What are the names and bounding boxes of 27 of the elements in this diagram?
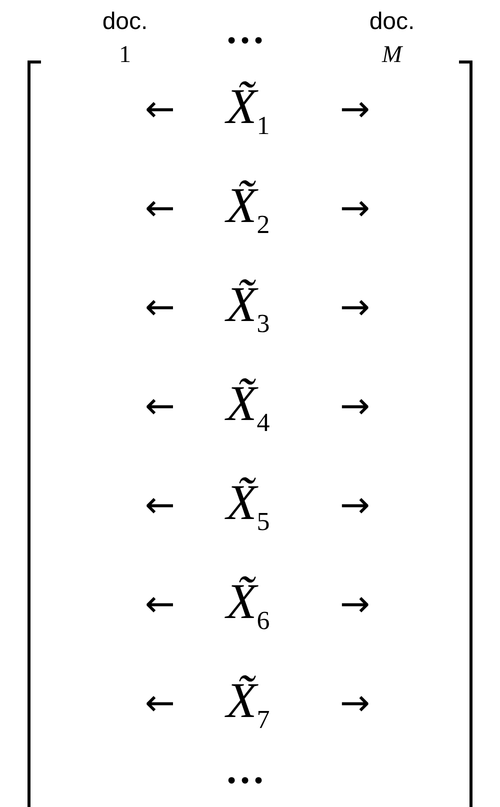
arrow-symbol: →	[340, 191, 370, 227]
row-vector: X̃$_{1}$	[226, 81, 270, 139]
arrow-symbol: ←	[144, 191, 176, 227]
arrow-symbol: ←	[144, 488, 176, 524]
row-vector: X̃$_{3}$	[226, 279, 270, 337]
arrow-symbol: →	[340, 686, 370, 722]
ellipsis: …	[225, 750, 265, 790]
row-vector: X̃$_{2}$	[226, 180, 270, 238]
arrow-symbol: ←	[144, 290, 176, 326]
column-label: doc.	[369, 10, 415, 34]
column-label: doc.	[102, 10, 148, 34]
arrow-symbol: →	[340, 92, 370, 128]
row-vector: X̃$_{5}$	[226, 477, 270, 535]
row-vector: X̃$_{4}$	[226, 378, 270, 436]
arrow-symbol: ←	[144, 686, 176, 722]
arrow-symbol: →	[340, 290, 370, 326]
ellipsis: …	[225, 10, 265, 50]
arrow-symbol: →	[340, 587, 370, 623]
arrow-symbol: →	[340, 488, 370, 524]
row-vector: X̃$_{6}$	[226, 576, 270, 634]
row-vector: X̃$_{7}$	[226, 675, 270, 733]
arrow-symbol: ←	[144, 92, 176, 128]
column-index: M	[382, 43, 402, 67]
arrow-symbol: ←	[144, 389, 176, 425]
arrow-symbol: ←	[144, 587, 176, 623]
arrow-symbol: →	[340, 389, 370, 425]
column-index: 1	[119, 43, 131, 67]
